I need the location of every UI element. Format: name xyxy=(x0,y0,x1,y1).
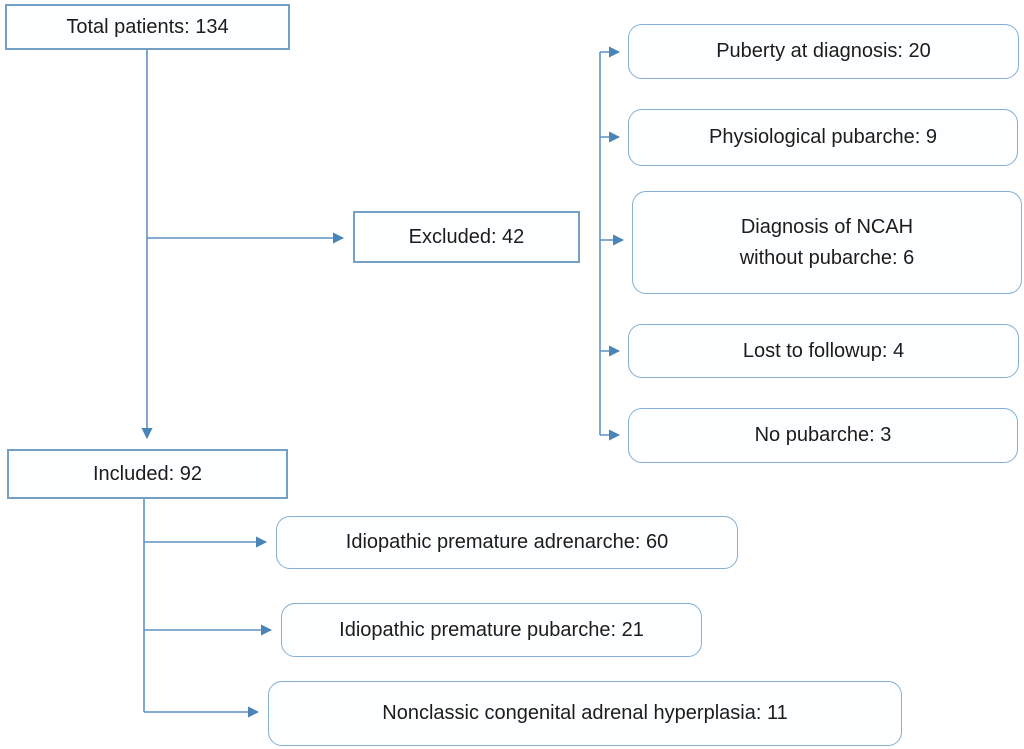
node-idiopathic-premature-pubarche: Idiopathic premature pubarche: 21 xyxy=(281,603,702,657)
node-no-pubarche: No pubarche: 3 xyxy=(628,408,1018,463)
node-included: Included: 92 xyxy=(7,449,288,499)
node-total-patients: Total patients: 134 xyxy=(5,4,290,50)
node-ncah-without-pubarche: Diagnosis of NCAH without pubarche: 6 xyxy=(632,191,1022,294)
node-lost-to-followup: Lost to followup: 4 xyxy=(628,324,1019,378)
node-puberty-at-diagnosis: Puberty at diagnosis: 20 xyxy=(628,24,1019,79)
node-idiopathic-premature-adrenarche: Idiopathic premature adrenarche: 60 xyxy=(276,516,738,569)
node-excluded: Excluded: 42 xyxy=(353,211,580,263)
node-physiological-pubarche: Physiological pubarche: 9 xyxy=(628,109,1018,166)
node-nonclassic-cah: Nonclassic congenital adrenal hyperplasi… xyxy=(268,681,902,746)
